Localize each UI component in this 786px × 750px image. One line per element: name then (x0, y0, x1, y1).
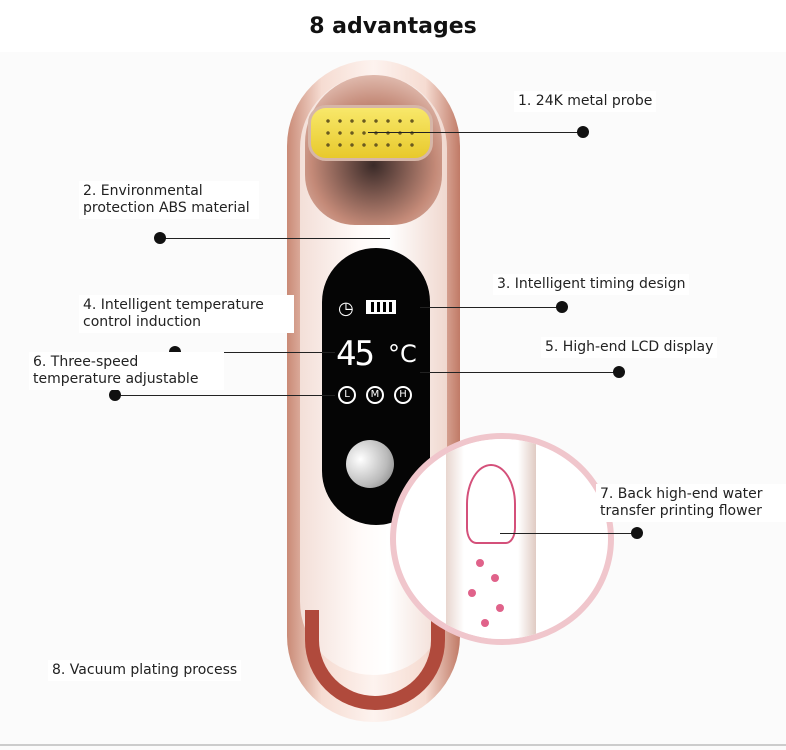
label-abs-material: 2. Environmental protection ABS material (79, 181, 259, 219)
bottom-divider (0, 744, 786, 746)
title-band (0, 0, 786, 52)
clock-icon: ◷ (338, 298, 354, 319)
callout-line-5 (420, 372, 619, 373)
callout-dot-7 (631, 527, 643, 539)
callout-dot-3 (556, 301, 568, 313)
mode-high-icon: H (394, 386, 412, 404)
callout-line-3 (420, 307, 562, 308)
callout-line-7 (500, 533, 637, 534)
battery-icon (366, 300, 396, 314)
callout-dot-2 (154, 232, 166, 244)
page-title: 8 advantages (309, 14, 477, 39)
label-vacuum-plating: 8. Vacuum plating process (48, 660, 242, 681)
callout-dot-1 (577, 126, 589, 138)
callout-dot-5 (613, 366, 625, 378)
temperature-value: 45 (336, 334, 375, 374)
lady-figure-icon (466, 464, 516, 544)
flower-icon (496, 604, 504, 612)
callout-line-1 (368, 132, 583, 133)
label-lcd: 5. High-end LCD display (541, 337, 718, 358)
callout-dot-6 (109, 389, 121, 401)
callout-line-4 (175, 352, 335, 353)
label-probe: 1. 24K metal probe (514, 91, 657, 112)
back-print-closeup (390, 433, 614, 645)
temperature-unit: °C (388, 340, 417, 368)
callout-line-6 (115, 395, 335, 396)
mode-low-icon: L (338, 386, 356, 404)
flower-icon (491, 574, 499, 582)
label-three-speed: 6. Three-speed temperature adjustable (29, 352, 224, 390)
label-timing: 3. Intelligent timing design (493, 274, 690, 295)
callout-line-2 (160, 238, 390, 239)
mode-medium-icon: M (366, 386, 384, 404)
flower-icon (476, 559, 484, 567)
label-flower-print: 7. Back high-end water transfer printing… (596, 484, 786, 522)
flower-icon (468, 589, 476, 597)
label-temperature-control: 4. Intelligent temperature control induc… (79, 295, 294, 333)
flower-icon (481, 619, 489, 627)
probe-pins (322, 115, 422, 155)
power-button (346, 440, 394, 488)
